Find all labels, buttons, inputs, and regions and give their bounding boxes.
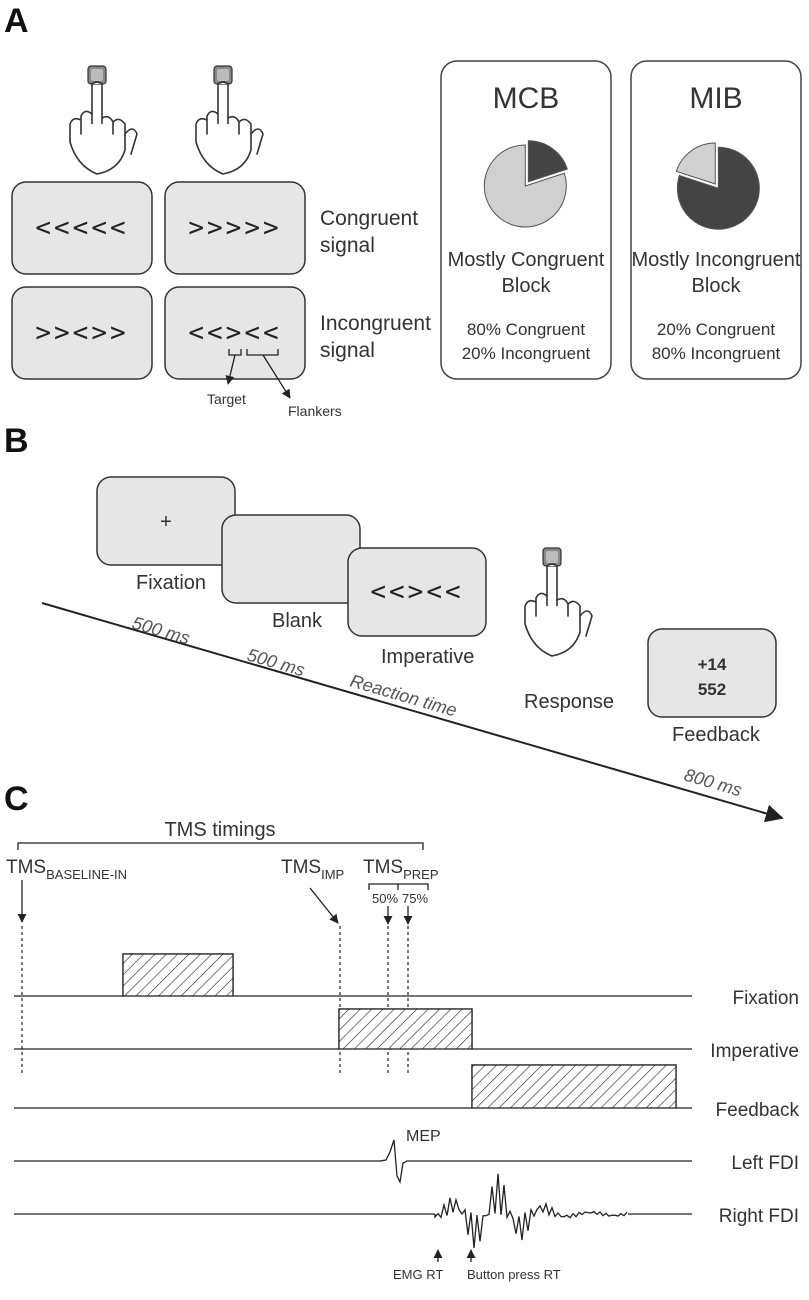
hand-press-icon bbox=[195, 65, 264, 175]
block-stat: 80% Congruent bbox=[467, 320, 585, 339]
row-label-imperative: Imperative bbox=[710, 1041, 799, 1062]
pie-slice-congruent bbox=[675, 142, 716, 185]
stimulus-arrows: >><>> bbox=[35, 318, 128, 348]
panel-label-c: C bbox=[4, 780, 29, 818]
tms-timings-header: TMS timings bbox=[164, 819, 275, 841]
feedback-screen bbox=[647, 628, 777, 718]
incongruent-label: Incongruent bbox=[320, 312, 431, 335]
block-description-line2: Block bbox=[692, 275, 742, 297]
tms-prep-label: TMSPREP bbox=[363, 857, 439, 882]
panel-label-a: A bbox=[4, 2, 29, 40]
stimulus-arrows: >>>>> bbox=[188, 213, 281, 243]
blank-screen bbox=[221, 514, 361, 604]
feedback-rt: 552 bbox=[698, 680, 726, 699]
tms-imp-arrow bbox=[309, 887, 339, 924]
feedback-period bbox=[471, 1064, 677, 1109]
block-stat-line2: 80% Incongruent bbox=[652, 344, 781, 363]
stimulus-incongruent-right bbox=[164, 286, 306, 380]
tms-prep-50-label: 50% bbox=[372, 891, 398, 906]
feedback-score: +14 bbox=[698, 655, 727, 674]
flankers-label: Flankers bbox=[288, 403, 342, 419]
stimulus-arrows: <<<<< bbox=[35, 213, 128, 243]
target-label: Target bbox=[207, 391, 246, 407]
stimulus-arrows: <<><< bbox=[188, 318, 281, 348]
congruent-label-line2: signal bbox=[320, 234, 375, 257]
imperative-screen bbox=[347, 547, 487, 637]
block-description-line2: Block bbox=[502, 275, 552, 297]
incongruent-label-line2: signal bbox=[320, 339, 375, 362]
stimulus-congruent-right bbox=[164, 181, 306, 275]
mep-label: MEP bbox=[406, 1128, 441, 1145]
block-description: Mostly Incongruent bbox=[632, 249, 801, 271]
target-pointer bbox=[225, 354, 236, 385]
block-description: Mostly Congruent bbox=[448, 249, 605, 271]
pie-slice-incongruent bbox=[527, 140, 568, 183]
stimulus-incongruent-left bbox=[11, 286, 153, 380]
fixation-period bbox=[122, 953, 234, 997]
congruent-label: Congruent bbox=[320, 207, 418, 230]
timeline-arrow bbox=[41, 602, 784, 823]
stimulus-arrows: <<><< bbox=[370, 577, 463, 607]
row-label-left-fdi: Left FDI bbox=[731, 1153, 799, 1174]
fixation-trace bbox=[14, 953, 692, 997]
left-fdi-emg-trace bbox=[14, 1139, 692, 1185]
button-rt-label: Button press RT bbox=[467, 1267, 561, 1282]
block-title: MIB bbox=[689, 82, 742, 115]
duration-label: 500 ms bbox=[130, 613, 192, 649]
duration-label: 800 ms bbox=[682, 765, 744, 801]
pie-chart-mib bbox=[675, 142, 760, 230]
hand-press-icon bbox=[524, 547, 593, 657]
duration-label: 500 ms bbox=[245, 645, 307, 681]
block-title: MCB bbox=[493, 82, 560, 115]
tms-bracket bbox=[17, 842, 424, 850]
block-stat-line2: 20% Incongruent bbox=[462, 344, 591, 363]
imperative-period bbox=[338, 1008, 473, 1050]
stimulus-congruent-left bbox=[11, 181, 153, 275]
tms-baseline-label: TMSBASELINE-IN bbox=[6, 857, 127, 882]
row-label-feedback: Feedback bbox=[716, 1100, 800, 1121]
imperative-label: Imperative bbox=[381, 646, 474, 668]
right-fdi-emg-burst bbox=[434, 1173, 628, 1249]
blank-label: Blank bbox=[272, 610, 323, 632]
panel-label-b: B bbox=[4, 422, 29, 460]
fixation-cross: + bbox=[160, 511, 172, 533]
flankers-pointer bbox=[262, 354, 291, 399]
row-label-fixation: Fixation bbox=[732, 988, 799, 1009]
feedback-label: Feedback bbox=[672, 724, 761, 746]
pie-slice-congruent bbox=[483, 144, 567, 228]
emg-rt-label: EMG RT bbox=[393, 1267, 443, 1282]
block-stat: 20% Congruent bbox=[657, 320, 775, 339]
response-label: Response bbox=[524, 691, 614, 713]
pie-slice-incongruent bbox=[676, 146, 760, 230]
row-label-right-fdi: Right FDI bbox=[719, 1206, 799, 1227]
fixation-label: Fixation bbox=[136, 572, 206, 594]
tms-imp-label: TMSIMP bbox=[281, 857, 344, 882]
duration-label: Reaction time bbox=[348, 671, 459, 721]
flankers-bracket bbox=[246, 349, 279, 356]
tms-prep-75-label: 75% bbox=[402, 891, 428, 906]
hand-press-icon bbox=[69, 65, 138, 175]
pie-chart-mcb bbox=[483, 140, 568, 228]
